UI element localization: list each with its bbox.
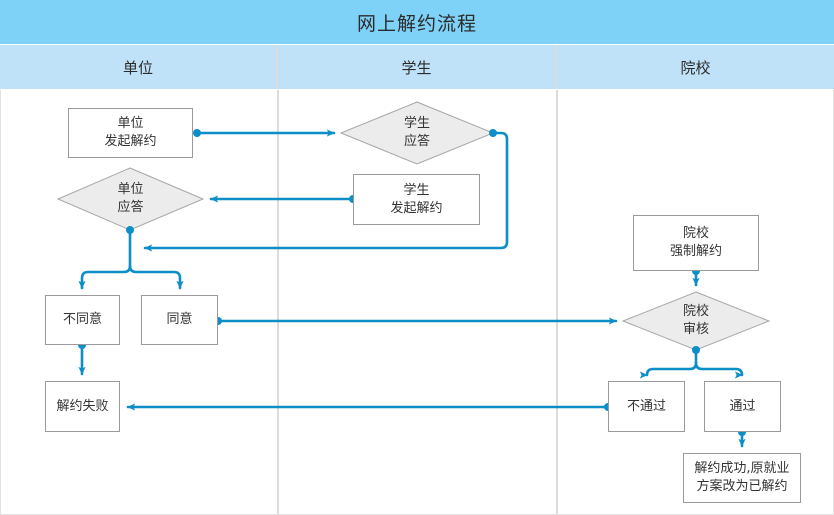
- node-label: 学生 应答: [403, 116, 430, 149]
- node-label: 不同意: [62, 312, 102, 328]
- swimlane-header-school: 院校: [557, 45, 834, 89]
- node-label: 单位 发起解约: [104, 116, 157, 149]
- swimlane-header-row: 单位 学生 院校: [0, 45, 834, 89]
- swimlane-divider-1: [277, 90, 279, 514]
- node-school-force[interactable]: 院校 强制解约: [633, 215, 759, 271]
- swimlane-header-student: 学生: [278, 45, 557, 89]
- node-unit-initiate[interactable]: 单位 发起解约: [68, 108, 193, 158]
- node-label: 通过: [729, 398, 756, 414]
- node-school-review[interactable]: 院校 审核: [623, 292, 769, 350]
- node-unit-respond[interactable]: 单位 应答: [58, 168, 203, 230]
- node-label: 院校 强制解约: [669, 226, 722, 259]
- node-student-respond[interactable]: 学生 应答: [341, 102, 493, 164]
- swimlane-divider-2: [556, 90, 558, 514]
- node-review-pass[interactable]: 通过: [704, 381, 781, 432]
- node-label: 解约失败: [56, 398, 109, 414]
- chart-title-bar: 网上解约流程: [0, 0, 834, 44]
- node-unit-disagree[interactable]: 不同意: [45, 295, 120, 345]
- node-unit-agree[interactable]: 同意: [141, 295, 218, 345]
- node-student-initiate[interactable]: 学生 发起解约: [353, 174, 480, 225]
- node-terminate-failed[interactable]: 解约失败: [45, 381, 120, 432]
- node-label: 不通过: [626, 398, 666, 414]
- node-label: 院校 审核: [682, 304, 709, 337]
- node-review-reject[interactable]: 不通过: [608, 381, 685, 432]
- node-terminate-success[interactable]: 解约成功,原就业 方案改为已解约: [683, 453, 801, 503]
- swimlane-header-unit: 单位: [0, 45, 278, 89]
- node-label: 学生 发起解约: [390, 182, 443, 216]
- node-label: 解约成功,原就业 方案改为已解约: [694, 461, 790, 494]
- node-label: 单位 应答: [117, 182, 144, 215]
- page-title: 网上解约流程: [356, 12, 477, 35]
- node-label: 同意: [166, 312, 193, 328]
